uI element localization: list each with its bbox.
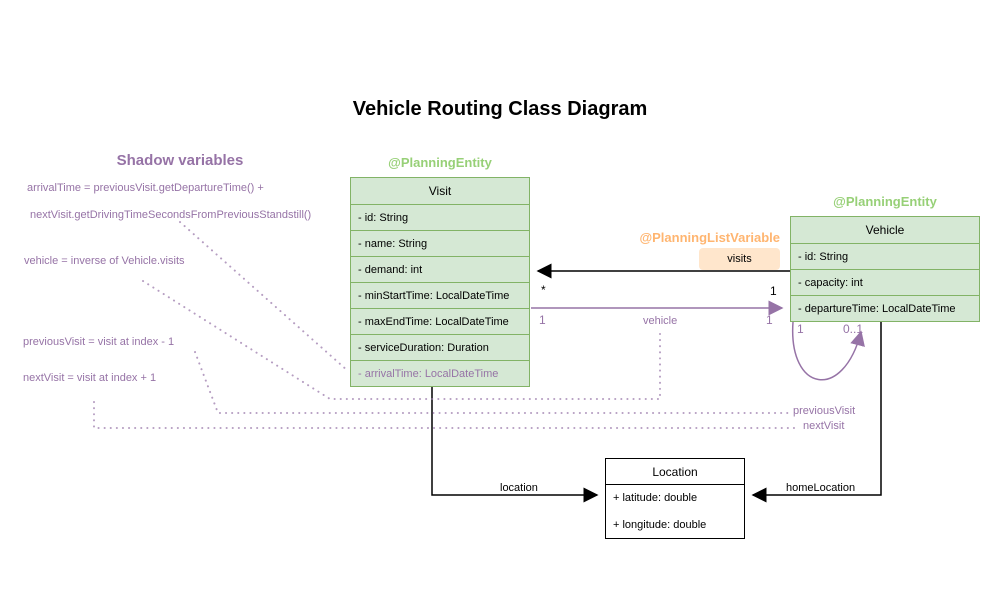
visit-field-id: - id: String xyxy=(351,204,529,230)
diagram-title: Vehicle Routing Class Diagram xyxy=(352,98,648,120)
location-edge-label: location xyxy=(500,482,538,494)
vehicle-class-name: Vehicle xyxy=(865,223,905,237)
visit-class-name: Visit xyxy=(428,184,452,198)
visit-field-demand: - demand: int xyxy=(351,256,529,282)
location-class-name: Location xyxy=(652,464,698,479)
nextvisit-label: nextVisit xyxy=(803,420,845,432)
vehicle-field-id: - id: String xyxy=(791,243,979,269)
dotted-link-vehicle xyxy=(142,280,661,400)
dotted-link-previousvisit xyxy=(194,351,789,414)
visit-field-arrivaltime: - arrivalTime: LocalDateTime xyxy=(351,360,529,386)
shadow-variables-heading: Shadow variables xyxy=(116,152,244,169)
home-location-edge-label: homeLocation xyxy=(786,482,856,494)
visit-field-name: - name: String xyxy=(351,230,529,256)
shadow-note-previousvisit: previousVisit = visit at index - 1 xyxy=(23,336,175,348)
self-loop-multiplicity-left: 1 xyxy=(797,322,804,336)
vehicle-ref-multiplicity-vehicle-end: 1 xyxy=(766,313,773,327)
vehicle-class[interactable]: Vehicle - id: String - capacity: int - d… xyxy=(790,216,980,322)
shadow-note-vehicle: vehicle = inverse of Vehicle.visits xyxy=(24,255,185,267)
dotted-link-arrivaltime xyxy=(179,221,349,372)
visit-class[interactable]: Visit - id: String - name: String - dema… xyxy=(350,177,530,387)
planning-list-variable-annotation: @PlanningListVariable xyxy=(639,230,780,245)
location-field-longitude: + longitude: double xyxy=(613,518,707,531)
previousvisit-label: previousVisit xyxy=(793,405,856,417)
location-field-latitude: + latitude: double xyxy=(606,484,744,511)
dotted-link-nextvisit xyxy=(93,401,799,429)
vehicle-ref-multiplicity-visit-end: 1 xyxy=(539,313,546,327)
vehicle-field-capacity: - capacity: int xyxy=(791,269,979,295)
vehicle-edge-label: vehicle xyxy=(643,315,678,327)
visit-planning-entity-annotation: @PlanningEntity xyxy=(388,155,492,170)
visit-field-serviceduration: - serviceDuration: Duration xyxy=(351,334,529,360)
location-arrow[interactable] xyxy=(431,386,599,503)
visits-edge-label[interactable]: visits xyxy=(699,248,780,270)
shadow-note-arrivaltime-2: nextVisit.getDrivingTimeSecondsFromPrevi… xyxy=(30,209,312,221)
self-loop-arrow[interactable] xyxy=(792,321,865,381)
vehicle-field-departuretime: - departureTime: LocalDateTime xyxy=(791,295,979,321)
visit-field-minstarttime: - minStartTime: LocalDateTime xyxy=(351,282,529,308)
visits-multiplicity-vehicle-end: 1 xyxy=(770,284,777,298)
visits-multiplicity-visit-end: * xyxy=(541,283,546,297)
vehicle-planning-entity-annotation: @PlanningEntity xyxy=(833,194,937,209)
shadow-note-arrivaltime-1: arrivalTime = previousVisit.getDeparture… xyxy=(27,182,264,194)
shadow-note-nextvisit: nextVisit = visit at index + 1 xyxy=(23,372,157,384)
self-loop-multiplicity-right: 0..1 xyxy=(843,322,864,336)
visit-field-maxendtime: - maxEndTime: LocalDateTime xyxy=(351,308,529,334)
home-location-arrow[interactable] xyxy=(751,321,882,503)
location-class[interactable]: Location + latitude: double + longitude:… xyxy=(605,458,745,539)
